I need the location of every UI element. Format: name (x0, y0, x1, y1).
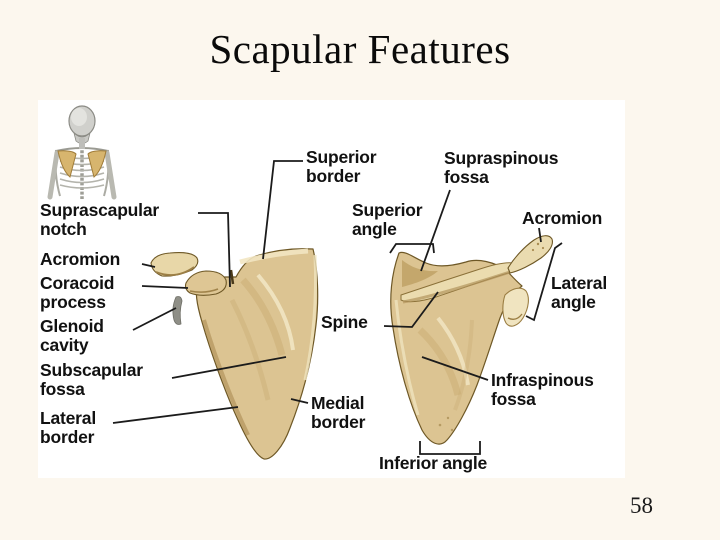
right-arm (104, 150, 117, 200)
acromion-left-shape (150, 252, 199, 277)
label-suprascapular-notch: Suprascapular notch (40, 200, 159, 239)
label-lateral-angle: Lateral angle (551, 273, 607, 312)
label-coracoid-process: Coracoid process (40, 273, 115, 312)
label-inferior-angle: Inferior angle (379, 453, 488, 473)
lateral-angle-shape (502, 287, 529, 327)
label-superior-border: Superior border (306, 147, 377, 186)
skeleton-inset (47, 105, 117, 200)
left-scapula-body (195, 248, 319, 460)
leader-medial-border (290, 398, 309, 404)
inset-left-scapula (57, 150, 77, 178)
scapula-illustration (47, 105, 563, 460)
leader-coracoid-process (141, 285, 189, 289)
leader-subscapular-fossa (171, 356, 287, 379)
label-lateral-border: Lateral border (40, 408, 96, 447)
suprascapular-notch-mark (229, 269, 235, 285)
leader-infraspinous-fossa (421, 356, 489, 381)
leader-superior-border (262, 160, 303, 260)
leader-glenoid-cavity (132, 307, 177, 331)
inset-right-scapula (87, 150, 107, 178)
bracket-lateral-angle (525, 242, 563, 322)
label-supraspinous-fossa: Supraspinous fossa (444, 148, 559, 187)
label-medial-border: Medial border (311, 393, 366, 432)
slide-title: Scapular Features (209, 26, 511, 72)
right-scapula-posterior (390, 235, 553, 445)
bracket-inferior-angle (419, 441, 481, 455)
page-number: 58 (630, 493, 653, 518)
label-spine: Spine (321, 312, 368, 332)
left-arm (47, 150, 60, 200)
label-superior-angle: Superior angle (352, 200, 423, 239)
anatomy-figure (38, 100, 625, 478)
leader-spine (383, 291, 439, 328)
label-infraspinous-fossa: Infraspinous fossa (491, 370, 594, 409)
label-glenoid-cavity: Glenoid cavity (40, 316, 104, 355)
leader-suprascapular-notch (198, 212, 231, 288)
label-subscapular-fossa: Subscapular fossa (40, 360, 143, 399)
leader-lines (112, 160, 563, 455)
bracket-superior-angle (389, 243, 435, 254)
acromion-right-shape (507, 235, 553, 274)
leader-acromion-right (538, 227, 542, 243)
label-acromion-right: Acromion (522, 208, 603, 228)
label-acromion-left: Acromion (40, 249, 121, 269)
glenoid-cavity-shape (172, 296, 183, 325)
supraspinous-fossa-shape (402, 260, 438, 287)
leader-supraspinous-fossa (420, 189, 451, 272)
leader-lateral-border (112, 406, 239, 424)
left-scapula-anterior (150, 248, 319, 460)
neck-vertebrae (79, 138, 85, 149)
leader-acromion-left (141, 263, 156, 268)
